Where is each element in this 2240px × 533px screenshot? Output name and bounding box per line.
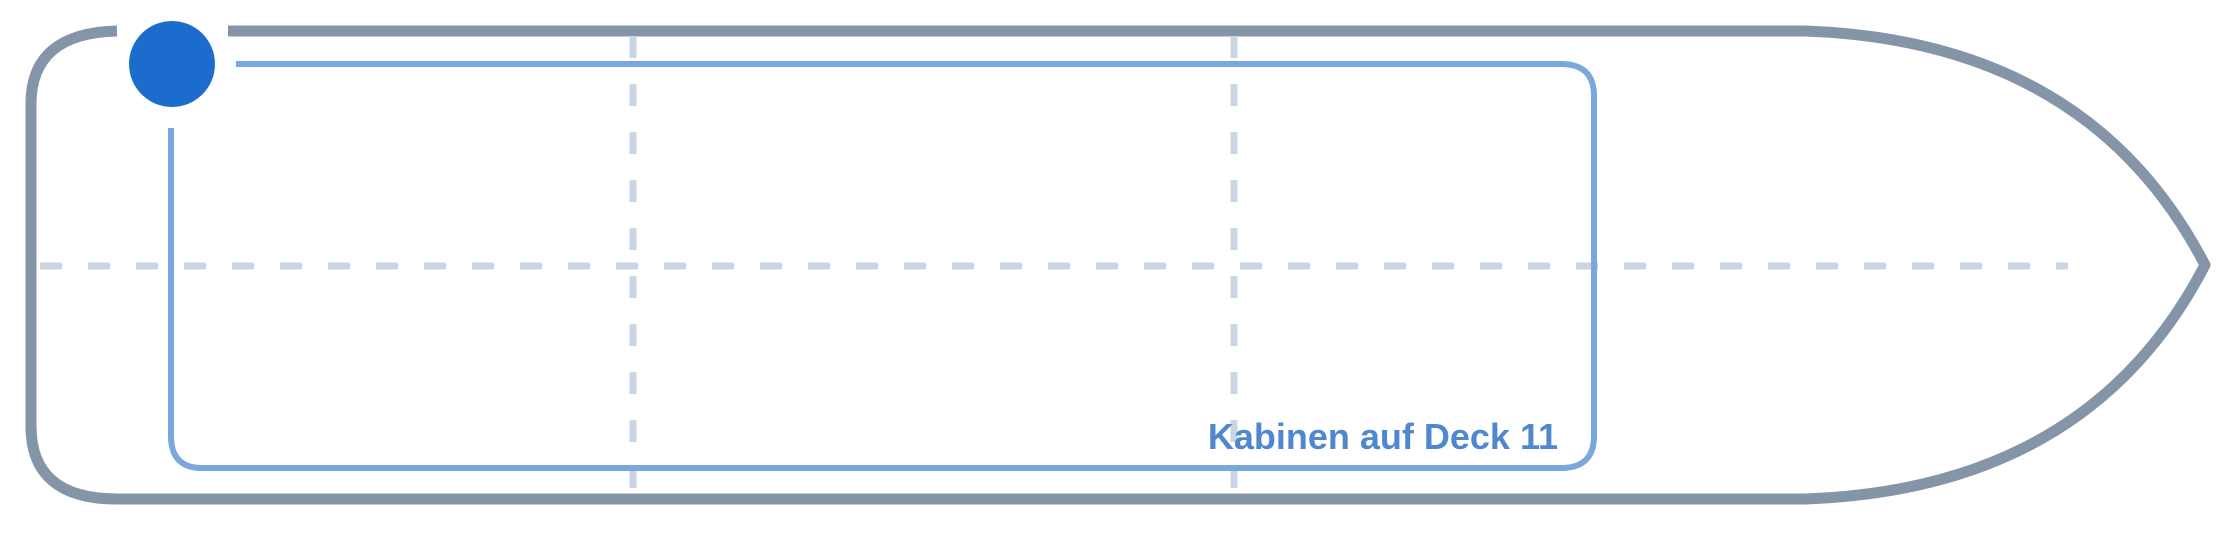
ship-hull-outline [25,25,2211,505]
cabin-area-outline [168,61,1597,471]
grid-guide-lines [40,36,2068,488]
location-marker[interactable] [129,21,215,107]
deck-label: Kabinen auf Deck 11 [1208,416,1558,457]
location-dot-icon[interactable] [116,8,228,120]
